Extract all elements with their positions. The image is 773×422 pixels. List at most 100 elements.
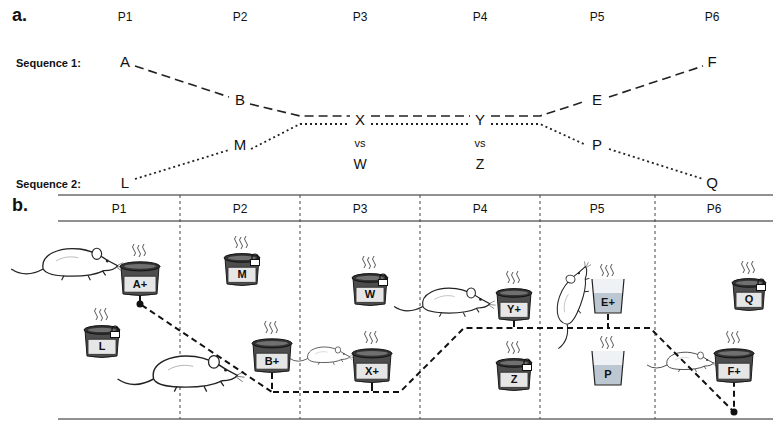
cup-outline [118,258,162,296]
sequence-2-line [371,123,470,125]
cup-label: Y+ [507,302,521,317]
odor-wisp [727,331,740,344]
sequence-1-line [491,101,586,116]
odor-letter: A [120,53,130,70]
sequence-1-line [371,115,470,117]
sequence-2-line [491,124,586,145]
column-divider [420,195,421,419]
cup-label: W [365,287,375,302]
cup-outline [712,345,756,383]
odor-letter: B [235,91,245,108]
column-header: P6 [707,203,722,217]
odor-glass: E+ [590,278,626,314]
odor-wisp [601,336,614,349]
label-slot: vs [475,133,486,151]
panel-letter: a. [12,5,27,26]
column-header: P5 [590,203,605,217]
sequence-2-line [135,124,703,179]
column-divider [180,195,655,419]
odor-wisp [507,271,520,284]
odor-letter: X [355,111,365,128]
label-slot: Sequence 1: [16,53,81,71]
label-slot: P [592,136,602,154]
odor-cup: L [82,322,122,358]
label-slot: P2 [233,199,248,217]
label-slot: b. [12,195,28,216]
odor-wisp [265,321,278,334]
cup-label: A+ [133,276,147,292]
sequence-1-line [250,104,350,116]
label-slot: a. [12,5,27,26]
column-divider [655,195,656,419]
odor-wisp [365,331,378,344]
cup-label: Q [745,292,754,307]
label-slot: P5 [590,199,605,217]
sequence-name: Sequence 1: [16,57,81,70]
position-header: P6 [705,11,720,25]
odor-letter: P [592,136,602,153]
odor-wisp [235,236,248,249]
odor-cup: Z [494,355,534,391]
rat-figure [647,352,718,372]
label-slot: Z [476,155,485,173]
column-header: P3 [353,203,368,217]
odor-cup: X+ [350,345,394,383]
sequence-1-line [135,66,229,97]
odor-letter: E [592,91,602,108]
odor-wisp [133,244,146,257]
odor-letter: L [121,174,129,191]
odor-wisp [363,256,376,269]
position-header: P4 [473,11,488,25]
cup-label: X+ [365,363,379,379]
odor-letter: W [353,156,366,172]
column-header: P1 [112,203,127,217]
table-rule [58,195,773,419]
label-slot: P6 [707,199,722,217]
rat-figure [290,347,353,365]
odor-cup: A+ [118,258,162,296]
sequence-2-line [251,124,350,149]
position-header: P2 [233,11,248,25]
odor-glass: P [590,350,626,386]
sequence-2-line [135,150,229,179]
panel-letter: b. [12,195,28,216]
rat-figure [542,257,598,352]
label-slot: P4 [473,7,488,25]
label-slot: P6 [705,7,720,25]
label-slot: P4 [473,199,488,217]
odor-cup: Q [730,275,768,311]
column-divider [300,195,301,419]
odor-letter: M [234,136,247,153]
sequence-name: Sequence 2: [16,178,81,191]
rat-figure [394,288,496,317]
label-slot: A [120,53,130,71]
table-rule [58,221,773,222]
odor-cup: Y+ [494,285,534,321]
odor-letter: Z [476,156,485,172]
label-slot: L [121,174,129,192]
cup-label: F+ [727,363,740,379]
label-slot: P2 [233,7,248,25]
cup-outline [250,335,294,373]
trial-path [608,314,734,412]
odor-wisp [601,264,614,277]
odor-cup: F+ [712,345,756,383]
label-slot: P3 [353,199,368,217]
versus-word: vs [355,137,366,150]
trial-path [372,321,514,392]
label-slot: B [235,91,245,109]
versus-word: vs [475,137,486,150]
sequence-2-line [609,149,703,179]
label-slot: P1 [118,7,133,25]
odor-wisp [95,308,108,321]
label-slot: P5 [590,7,605,25]
table-rule [58,419,773,420]
label-slot: W [353,155,366,173]
cup-label: L [99,339,106,354]
column-divider [540,195,541,419]
label-slot: M [234,136,247,154]
position-header: P3 [353,11,368,25]
odor-letter: F [707,53,716,70]
label-slot: F [707,53,716,71]
label-slot: P1 [112,199,127,217]
